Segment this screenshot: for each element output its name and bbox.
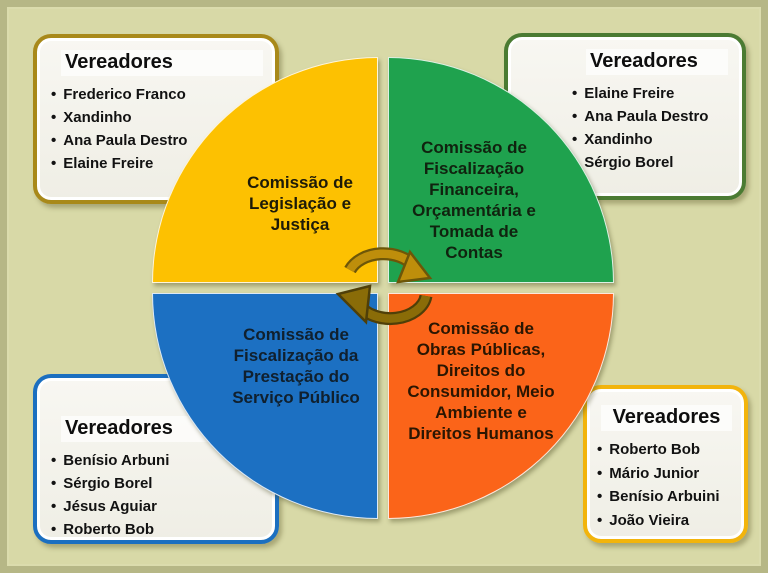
member-list: • Roberto Bob • Mário Junior • Benísio Arbu… xyxy=(597,438,736,532)
list-item: • Xandinho xyxy=(572,128,734,151)
member-name: Frederico Franco xyxy=(63,86,186,103)
cycle-arrows-icon xyxy=(335,247,433,326)
list-item: • Xandinho xyxy=(51,106,265,129)
list-item: • Roberto Bob xyxy=(51,518,265,541)
bullet-icon: • xyxy=(572,108,578,125)
member-name: Ana Paula Destro xyxy=(63,132,188,149)
bullet-icon: • xyxy=(51,132,57,149)
bullet-icon: • xyxy=(51,109,57,126)
vereadores-title: Vereadores xyxy=(586,49,728,75)
bullet-icon: • xyxy=(51,86,57,103)
list-item: • Sérgio Borel xyxy=(51,472,265,495)
list-item: • Ana Paula Destro xyxy=(51,129,265,152)
member-name: Ana Paula Destro xyxy=(584,108,709,125)
list-item: • Elaine Freire xyxy=(51,152,265,175)
list-item: • Benísio Arbuni xyxy=(51,449,265,472)
member-name: Benísio Arbuini xyxy=(609,488,720,505)
list-item: • Benísio Arbuini xyxy=(597,485,736,509)
bullet-icon: • xyxy=(597,464,603,482)
list-item: • Ana Paula Destro xyxy=(572,105,734,128)
bullet-icon: • xyxy=(51,498,57,515)
quadrant-label: Comissão de Legislação e Justiça xyxy=(247,173,353,234)
bullet-icon: • xyxy=(51,155,57,172)
member-name: Roberto Bob xyxy=(63,521,155,538)
member-name: Xandinho xyxy=(63,109,132,126)
member-name: Roberto Bob xyxy=(609,441,701,458)
bullet-icon: • xyxy=(51,452,57,469)
list-item: •Sérgio Borel xyxy=(572,151,734,174)
quadrant-label: Comissão de Obras Públicas, Direitos do … xyxy=(407,319,555,443)
vereadores-box-bottom-right: Vereadores • Roberto Bob • Mário Junior • B… xyxy=(583,385,748,543)
member-name: Elaine Freire xyxy=(63,155,154,172)
bullet-icon: • xyxy=(51,521,57,538)
member-name: Xandinho xyxy=(584,131,653,148)
bullet-icon: • xyxy=(572,85,578,102)
list-item: • Mário Junior xyxy=(597,462,736,486)
list-item: • Jésus Aguiar xyxy=(51,495,265,518)
vereadores-box-top-right: Vereadores • Elaine Freire • Ana Paula Des… xyxy=(504,33,746,200)
member-list: • Frederico Franco • Xandinho • Ana Paula D… xyxy=(51,83,265,175)
vereadores-title: Vereadores xyxy=(61,50,263,76)
list-item: • Frederico Franco xyxy=(51,83,265,106)
member-name: Sérgio Borel xyxy=(584,154,674,171)
member-name: Benísio Arbuni xyxy=(63,452,170,469)
bullet-icon: • xyxy=(597,511,603,529)
list-item: • Roberto Bob xyxy=(597,438,736,462)
member-list: • Benísio Arbuni • Sérgio Borel • Jésus Agu… xyxy=(51,449,265,541)
bullet-icon: • xyxy=(597,441,603,458)
bullet-icon: • xyxy=(597,488,603,505)
member-name: João Vieira xyxy=(609,511,690,529)
bullet-icon: • xyxy=(572,131,578,148)
quadrant-label: Comissão de Fiscalização da Prestação do… xyxy=(232,325,360,407)
list-item: • João Vieira xyxy=(597,509,736,533)
bullet-icon: • xyxy=(51,475,57,492)
member-name: Sérgio Borel xyxy=(63,475,153,492)
list-item: • Elaine Freire xyxy=(572,82,734,105)
member-name: Elaine Freire xyxy=(584,85,675,102)
member-name: Mário Junior xyxy=(609,464,700,482)
vereadores-title: Vereadores xyxy=(601,405,732,431)
member-list: • Elaine Freire • Ana Paula Destro • Xandin… xyxy=(572,82,734,174)
member-name: Jésus Aguiar xyxy=(63,498,157,515)
quadrant-label: Comissão de Fiscalização Financeira, Orç… xyxy=(412,138,536,262)
